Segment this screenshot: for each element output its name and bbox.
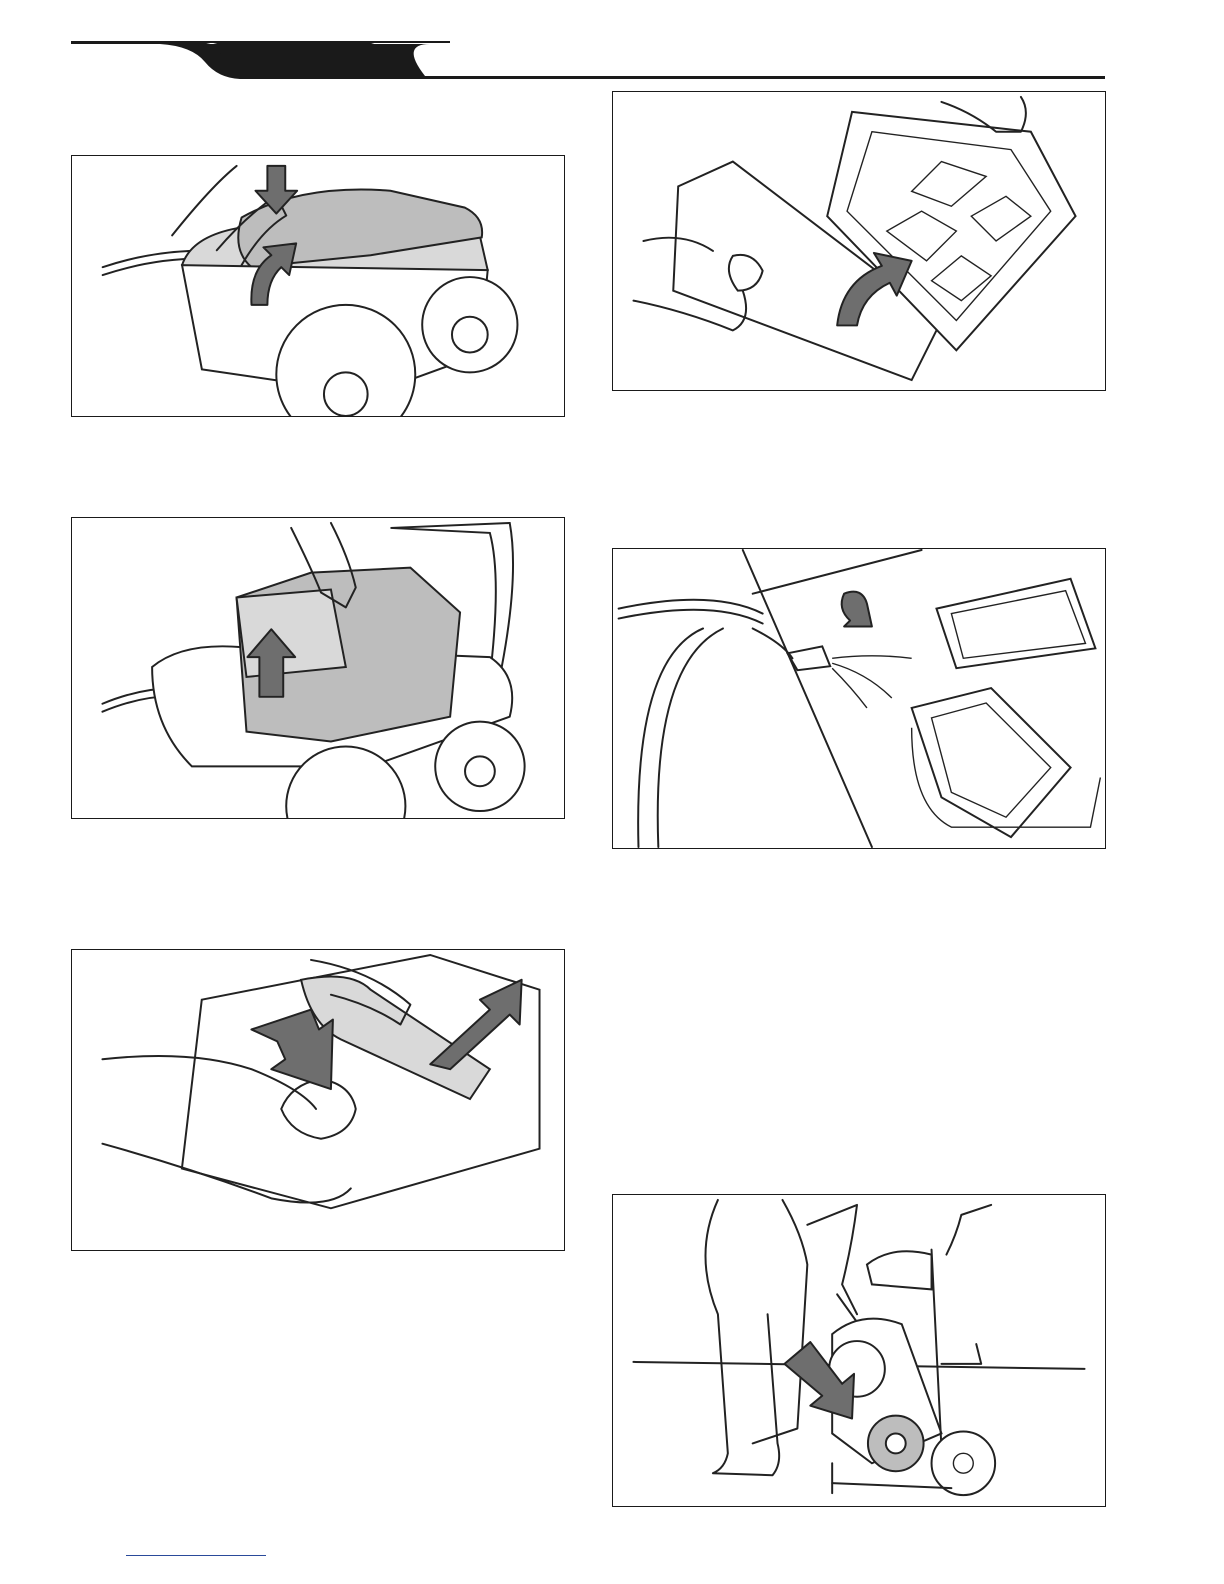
figure-open-basket <box>612 91 1106 391</box>
robot-cover-illustration <box>72 156 564 416</box>
rinse-illustration <box>613 549 1105 848</box>
latch-release-illustration <box>72 950 564 1250</box>
figure-release-latch <box>71 949 565 1251</box>
figure-open-cover <box>71 155 565 417</box>
basket-opening-illustration <box>613 92 1105 390</box>
water-drop-icon <box>842 592 872 627</box>
caddy-storage-illustration <box>613 1195 1105 1506</box>
canister-removal-illustration <box>72 518 564 818</box>
figure-remove-canister <box>71 517 565 819</box>
header-bar <box>0 0 1224 90</box>
figure-store-on-caddy <box>612 1194 1106 1507</box>
footer-link-underline <box>126 1555 266 1556</box>
figure-rinse-filter <box>612 548 1106 849</box>
